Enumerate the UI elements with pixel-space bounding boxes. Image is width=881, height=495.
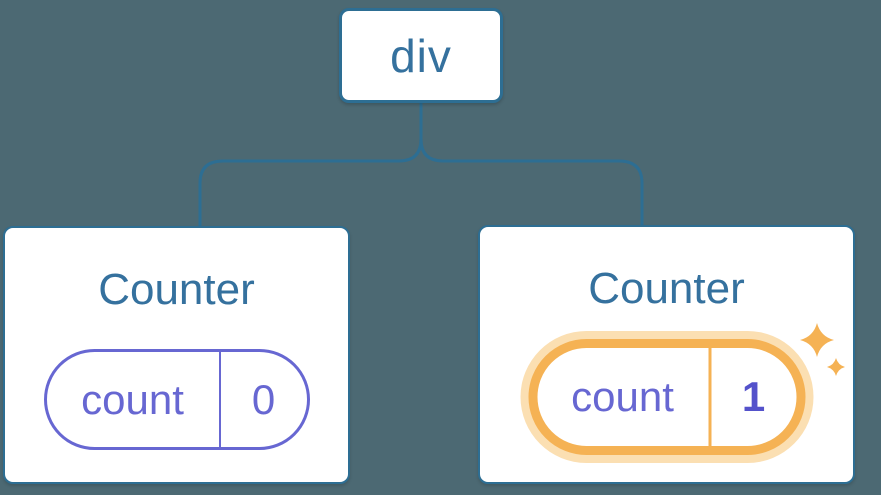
pill-divider xyxy=(218,352,221,447)
counter-card-left: Counter count 0 xyxy=(3,226,350,484)
component-title: Counter xyxy=(98,265,255,314)
root-node-label: div xyxy=(390,29,452,82)
state-key-label: count xyxy=(81,375,184,423)
state-value-label: 0 xyxy=(251,375,276,423)
counter-card-right: Counter count 1 xyxy=(478,225,855,484)
state-pill: count 0 xyxy=(43,349,310,450)
highlighted-state-pill: count 1 xyxy=(528,339,805,455)
state-key-label: count xyxy=(571,373,674,420)
pill-divider xyxy=(708,348,711,446)
state-value-label: 1 xyxy=(741,373,766,420)
sparkles-icon xyxy=(800,323,845,376)
branch-right-line xyxy=(419,103,644,227)
sparkle-small-icon xyxy=(827,358,845,376)
root-node: div xyxy=(339,8,503,103)
sparkle-large-icon xyxy=(800,323,834,357)
branch-left-line xyxy=(198,103,423,227)
component-title: Counter xyxy=(588,264,745,313)
